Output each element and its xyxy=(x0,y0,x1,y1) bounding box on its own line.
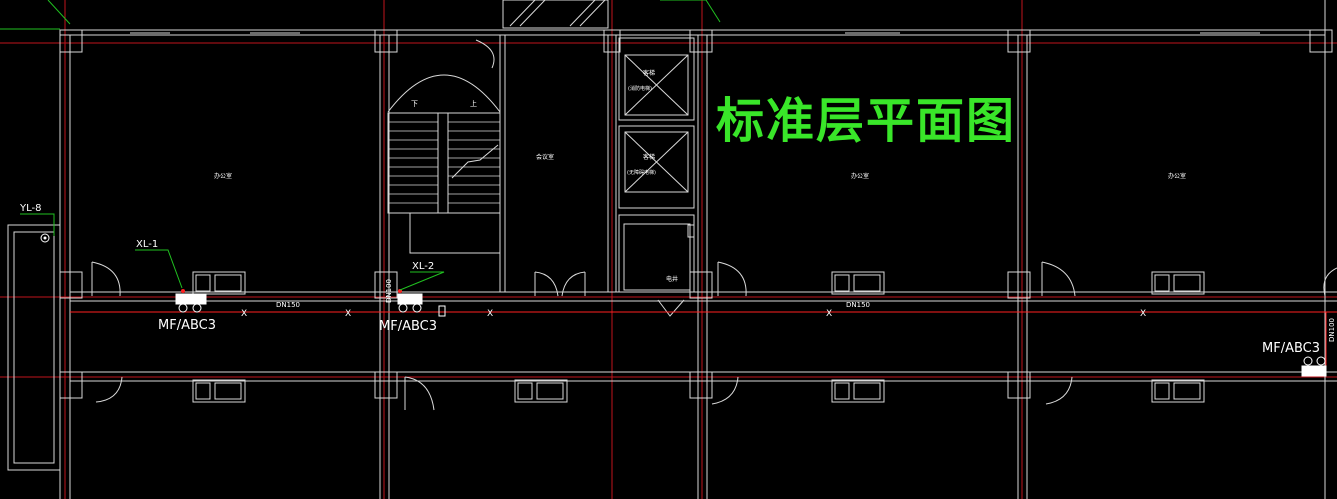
extinguisher-label: MF/ABC3 xyxy=(379,319,437,334)
riser-xl2-label: XL-2 xyxy=(412,261,434,272)
riser-yl8-label: YL-8 xyxy=(19,203,41,214)
pipe-dn150-label: DN150 xyxy=(276,301,300,309)
stairwell xyxy=(387,39,501,254)
elevator-1-sub-label: (消防电梯) xyxy=(628,85,652,92)
room-office-mid-label: 办公室 xyxy=(851,172,869,180)
riser-dn100-label: DN100 xyxy=(1328,318,1336,342)
valve-mark: X xyxy=(1140,309,1146,319)
yl8-riser-dot xyxy=(43,236,47,240)
fixtures xyxy=(192,271,1205,403)
extinguisher-label: MF/ABC3 xyxy=(1262,341,1320,356)
riser-xl1-label: XL-1 xyxy=(136,239,158,250)
extinguisher-label: MF/ABC3 xyxy=(158,318,216,333)
elevators xyxy=(618,37,695,293)
stair-up-label: 上 xyxy=(470,99,477,108)
valve-mark: X xyxy=(826,309,832,319)
gate-valve xyxy=(438,305,446,317)
room-office-left-label: 办公室 xyxy=(214,172,232,180)
valve-mark: X xyxy=(241,309,247,319)
stair-down-label: 下 xyxy=(411,100,418,108)
drawing-title: 标准层平面图 xyxy=(716,93,1016,149)
valve-mark: X xyxy=(487,309,493,319)
riser-dn100-label: DN100 xyxy=(385,279,393,303)
elevator-2-label: 客梯 xyxy=(643,153,655,161)
fire-pipe xyxy=(70,311,1337,370)
valve-marks: X X X X X xyxy=(241,309,1146,319)
hydrant-cabinet xyxy=(175,293,1327,377)
pipe-dn150-label: DN150 xyxy=(846,301,870,309)
valve-mark: X xyxy=(345,309,351,319)
elevator-2-sub-label: (无障碍电梯) xyxy=(627,169,656,176)
room-shaft-label: 电井 xyxy=(666,275,678,283)
room-office-right-label: 办公室 xyxy=(1168,172,1186,180)
room-meeting-label: 会议室 xyxy=(536,153,554,161)
doors xyxy=(91,261,1337,411)
elevator-1-label: 客梯 xyxy=(643,69,655,77)
yl8-riser-symbol xyxy=(40,233,50,243)
leader-lines xyxy=(20,0,721,291)
